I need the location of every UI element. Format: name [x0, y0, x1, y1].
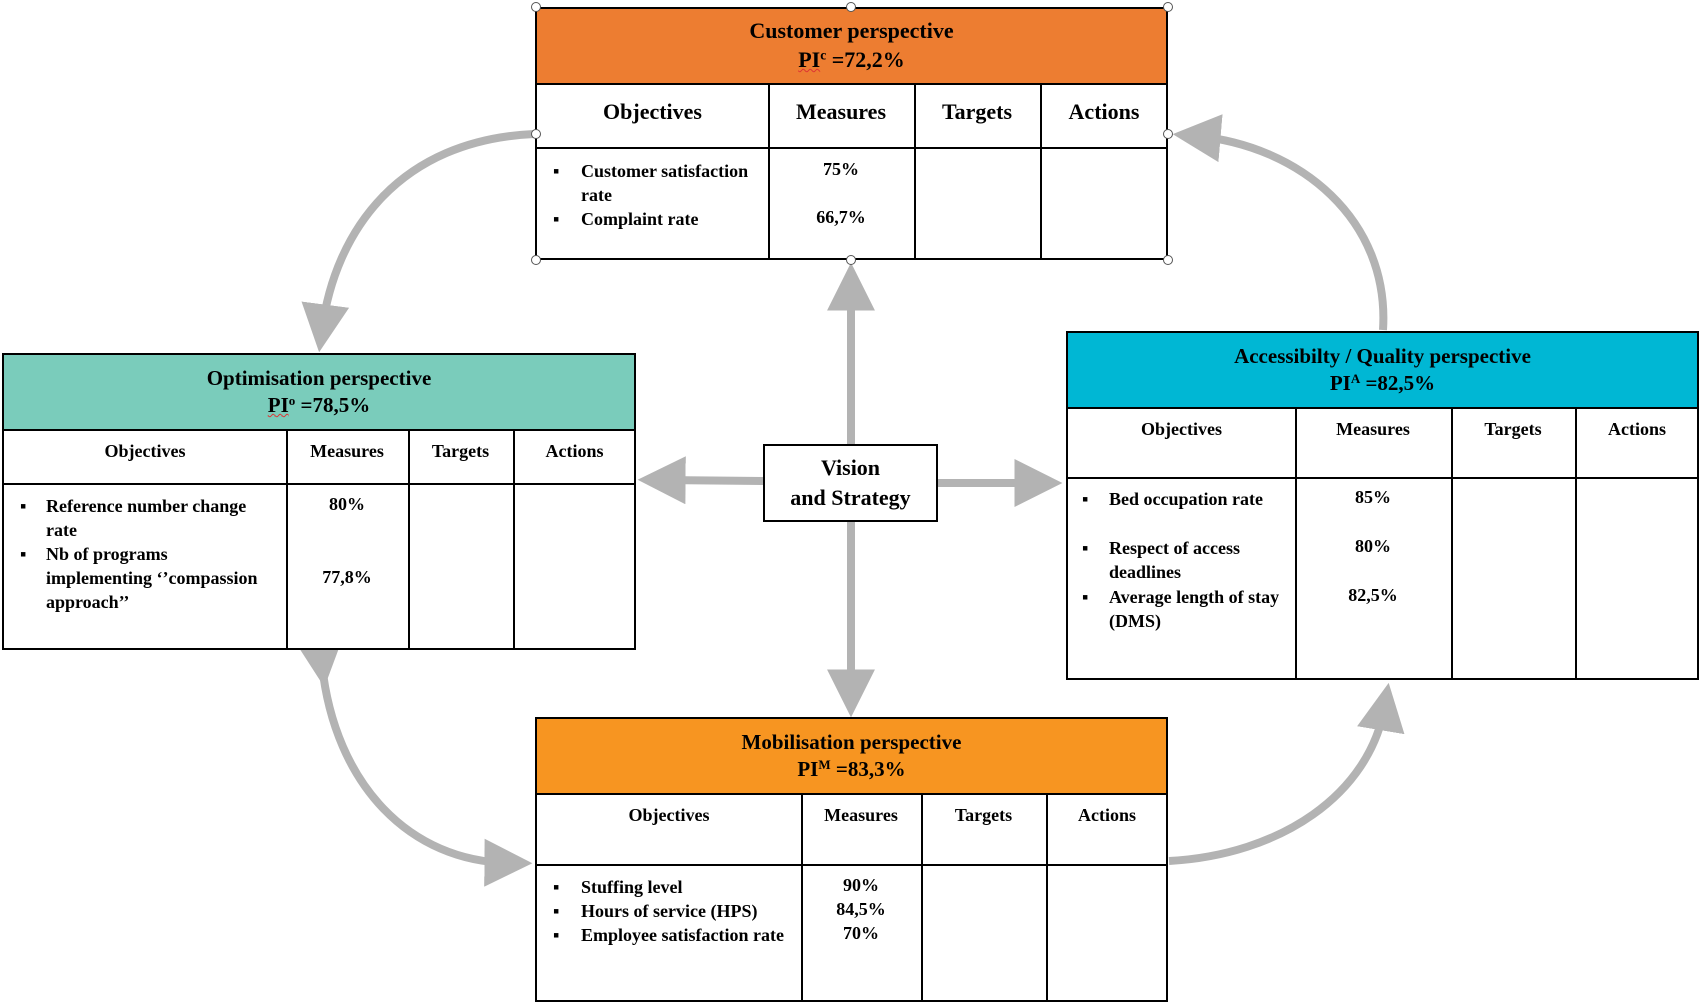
vision-line-1: Vision — [820, 455, 881, 481]
accessibility-objective-3: ▪Average length of stay (DMS) — [1082, 587, 1280, 631]
customer-measure-2: 66,7% — [816, 207, 866, 227]
optimisation-col-actions: Actions — [545, 441, 604, 461]
selection-handle[interactable] — [531, 255, 541, 265]
optimisation-measure-1: 80% — [329, 494, 365, 514]
optimisation-objective-2: ▪Nb of programs implementing ‘’compassio… — [20, 544, 258, 612]
mobilisation-col-measures: Measures — [824, 805, 898, 825]
customer-objective-1: ▪Customer satisfaction rate — [553, 161, 749, 205]
arrow-customer-to-optimisation — [301, 130, 535, 353]
arrow-vision-to-optimisation — [637, 456, 764, 505]
vision-strategy-box: Vision and Strategy — [763, 444, 938, 522]
accessibility-measure-2: 80% — [1355, 536, 1391, 556]
mobilisation-objective-1: ▪Stuffing level — [553, 877, 683, 897]
accessibility-objective-1: ▪Bed occupation rate — [1082, 489, 1263, 509]
customer-title: Customer perspective — [749, 18, 954, 44]
mobilisation-col-objectives: Objectives — [628, 805, 710, 825]
selection-handle[interactable] — [1163, 129, 1173, 139]
mobilisation-measure-3: 70% — [843, 923, 879, 943]
mobilisation-measure-2: 84,5% — [836, 899, 886, 919]
optimisation-header: Optimisation perspective PIo =78,5% — [4, 355, 634, 431]
accessibility-measure-1: 85% — [1355, 487, 1391, 507]
optimisation-measure-2: 77,8% — [322, 567, 372, 587]
mobilisation-table: Objectives Measures Targets Actions ▪Stu… — [537, 795, 1166, 1000]
accessibility-table: Objectives Measures Targets Actions ▪Bed… — [1068, 409, 1697, 678]
optimisation-col-objectives: Objectives — [104, 441, 186, 461]
optimisation-col-targets: Targets — [431, 441, 490, 461]
selection-handle[interactable] — [531, 2, 541, 12]
arrow-optimisation-mobilisation — [295, 636, 533, 887]
customer-col-actions: Actions — [1068, 99, 1140, 124]
accessibility-measure-3: 82,5% — [1348, 585, 1398, 605]
customer-measure-1: 75% — [823, 159, 859, 179]
customer-objective-2: ▪Complaint rate — [553, 209, 699, 229]
mobilisation-title: Mobilisation perspective — [741, 729, 962, 754]
optimisation-perspective-panel: Optimisation perspective PIo =78,5% Obje… — [2, 353, 636, 650]
mobilisation-measure-1: 90% — [843, 875, 879, 895]
customer-table: Objectives Measures Targets Actions ▪Cus… — [537, 85, 1166, 258]
optimisation-table: Objectives Measures Targets Actions ▪Ref… — [4, 431, 634, 648]
accessibility-pi: PIA =82,5% — [1329, 370, 1436, 395]
mobilisation-objective-3: ▪Employee satisfaction rate — [553, 925, 784, 945]
mobilisation-header: Mobilisation perspective PIM =83,3% — [537, 719, 1166, 795]
mobilisation-pi: PIM =83,3% — [797, 756, 906, 781]
mobilisation-perspective-panel: Mobilisation perspective PIM =83,3% Obje… — [535, 717, 1168, 1002]
selection-handle[interactable] — [1163, 255, 1173, 265]
optimisation-col-measures: Measures — [310, 441, 384, 461]
accessibility-col-objectives: Objectives — [1141, 419, 1222, 439]
customer-pi: PIc =72,2% — [798, 47, 905, 72]
arrow-accessibility-to-customer — [1172, 114, 1388, 331]
optimisation-pi: PIo =78,5% — [267, 392, 371, 417]
mobilisation-col-targets: Targets — [954, 805, 1013, 825]
accessibility-objective-2: ▪Respect of access deadlines — [1082, 538, 1240, 582]
selection-handle[interactable] — [1163, 2, 1173, 12]
accessibility-perspective-panel: Accessibilty / Quality perspective PIA =… — [1066, 331, 1699, 680]
selection-handle[interactable] — [846, 255, 856, 265]
accessibility-header: Accessibilty / Quality perspective PIA =… — [1068, 333, 1697, 409]
selection-handle[interactable] — [846, 2, 856, 12]
customer-header: Customer perspective PIc =72,2% — [537, 9, 1166, 85]
customer-col-measures: Measures — [795, 99, 887, 124]
mobilisation-objective-2: ▪Hours of service (HPS) — [553, 901, 758, 921]
arrow-mobilisation-to-accessibility — [1168, 682, 1405, 865]
accessibility-col-measures: Measures — [1336, 419, 1410, 439]
customer-perspective-panel: Customer perspective PIc =72,2% Objectiv… — [535, 7, 1168, 260]
optimisation-objective-1: ▪Reference number change rate — [20, 496, 247, 540]
accessibility-col-targets: Targets — [1484, 419, 1542, 439]
optimisation-title: Optimisation perspective — [206, 365, 432, 390]
customer-col-objectives: Objectives — [603, 99, 702, 124]
customer-col-targets: Targets — [941, 99, 1013, 124]
accessibility-title: Accessibilty / Quality perspective — [1234, 343, 1531, 368]
accessibility-col-actions: Actions — [1608, 419, 1666, 439]
selection-handle[interactable] — [531, 129, 541, 139]
mobilisation-col-actions: Actions — [1078, 805, 1136, 825]
vision-line-2: and Strategy — [790, 485, 911, 510]
